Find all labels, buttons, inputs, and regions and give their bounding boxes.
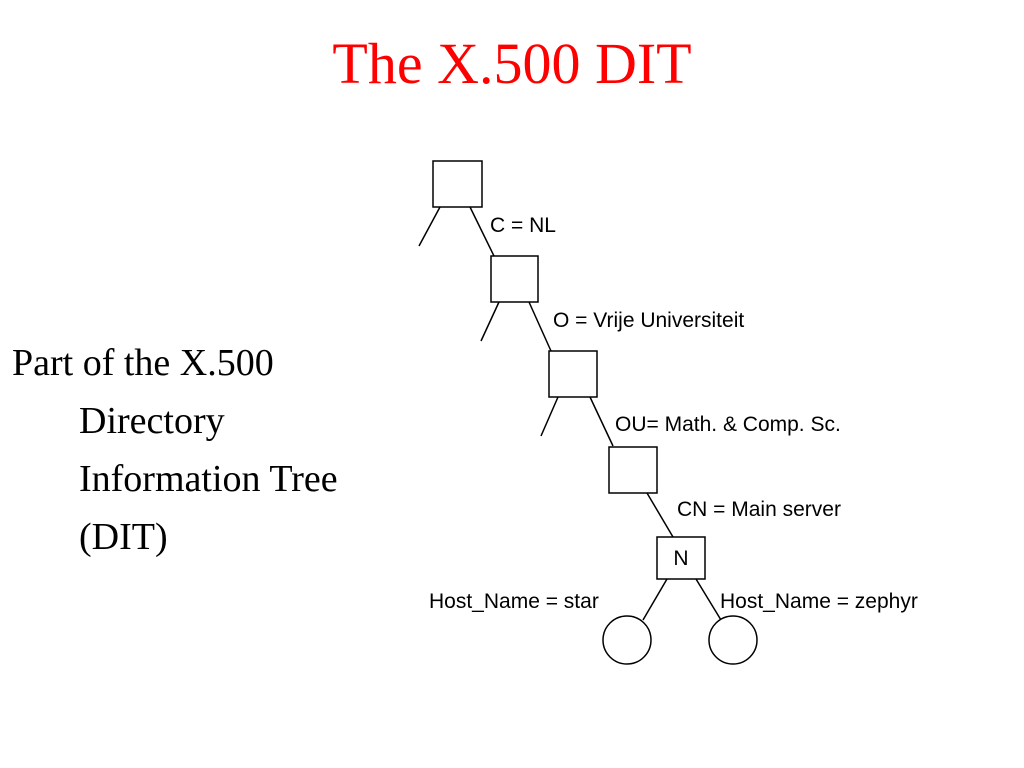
country-edge-label: C = NL (490, 214, 556, 237)
root-side-branch (418, 206, 441, 247)
host-left-edge-label: Host_Name = star (429, 590, 599, 613)
server-to-zephyr-edge (695, 578, 722, 621)
org-unit-to-server-edge (646, 492, 674, 538)
caption-line-2: Directory (79, 400, 225, 442)
zephyr-leaf-node (708, 615, 758, 665)
country-side-branch (480, 301, 500, 342)
country-node (490, 255, 539, 303)
root-to-country-edge (469, 206, 495, 257)
server-node-label: N (673, 547, 688, 570)
organization-side-branch (540, 396, 559, 437)
common-name-edge-label: CN = Main server (677, 498, 841, 521)
organization-edge-label: O = Vrije Universiteit (553, 309, 744, 332)
caption-line-1: Part of the X.500 (12, 342, 274, 384)
server-node (656, 536, 706, 580)
organization-to-org-unit-edge (589, 396, 614, 447)
host-right-edge-label: Host_Name = zephyr (720, 590, 918, 613)
slide-caption: Part of the X.500 Directory Information … (12, 334, 338, 566)
org-unit-edge-label: OU= Math. & Comp. Sc. (615, 413, 841, 436)
slide-title: The X.500 DIT (332, 31, 692, 96)
organization-node (548, 350, 598, 398)
root-node (432, 160, 483, 208)
caption-line-3: Information Tree (79, 458, 338, 500)
country-to-organization-edge (528, 301, 552, 352)
caption-line-4: (DIT) (79, 516, 168, 558)
org-unit-node (608, 446, 658, 494)
star-leaf-node (602, 615, 652, 665)
server-to-star-edge (642, 578, 668, 621)
